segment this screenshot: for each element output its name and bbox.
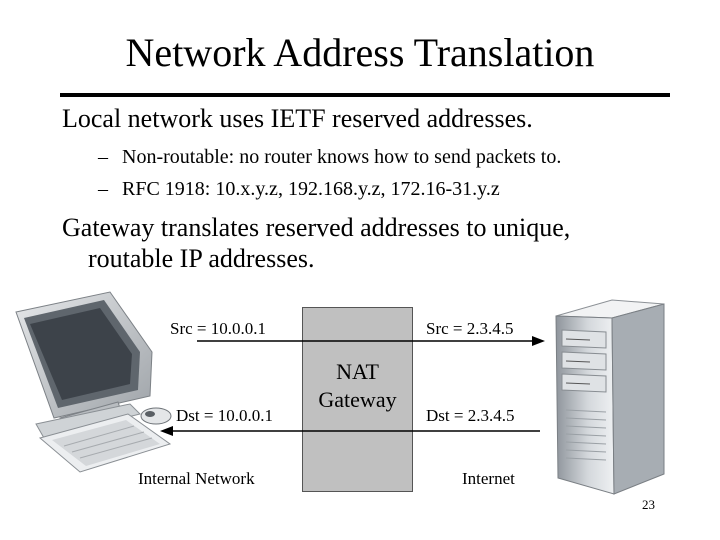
dst-external-label: Dst = 2.3.4.5: [426, 406, 514, 426]
src-external-label: Src = 2.3.4.5: [426, 319, 514, 339]
mouse-icon: [141, 408, 171, 424]
internal-network-label: Internal Network: [138, 469, 255, 489]
page-number: 23: [642, 497, 655, 513]
dst-internal-label: Dst = 10.0.0.1: [176, 406, 273, 426]
server-tower-icon: [556, 300, 664, 494]
internet-label: Internet: [462, 469, 515, 489]
src-internal-label: Src = 10.0.0.1: [170, 319, 266, 339]
inbound-arrow: [160, 426, 540, 436]
